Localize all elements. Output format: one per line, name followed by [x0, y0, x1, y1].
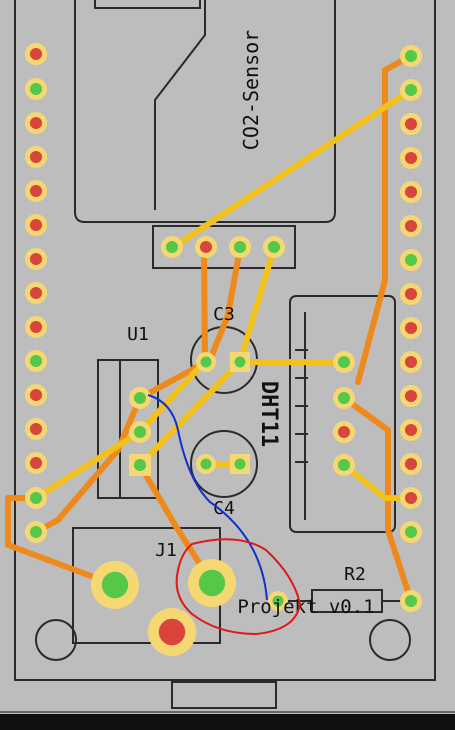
c3-label: C3: [213, 304, 235, 325]
trace-bottom: [355, 53, 414, 385]
dht11-footprint: [289, 295, 396, 533]
j1-label: J1: [155, 540, 177, 561]
trace-top: [137, 359, 243, 468]
pad: [25, 43, 47, 65]
pad: [400, 147, 422, 169]
trace-top: [137, 357, 209, 435]
pad: [400, 317, 422, 339]
trace-bottom: [33, 395, 143, 535]
pad: [400, 487, 422, 509]
pad: [129, 387, 151, 409]
pad: [268, 591, 288, 611]
pad: [333, 387, 355, 409]
pad: [400, 79, 422, 101]
co2-sensor-footprint: [74, 0, 336, 269]
pad: [25, 248, 47, 270]
blue-annotation-stroke: [147, 394, 268, 601]
pad: [25, 487, 47, 509]
pad: [400, 453, 422, 475]
pad: [400, 521, 422, 543]
pad: [25, 146, 47, 168]
pad: [129, 454, 151, 476]
pad: [230, 352, 250, 372]
pad: [400, 113, 422, 135]
dht11-label: DHT11: [256, 381, 281, 447]
pad: [230, 454, 250, 474]
pad: [25, 452, 47, 474]
co2-sensor-label: CO2-Sensor: [239, 30, 263, 150]
bottom-layer-traces: [5, 53, 414, 604]
pad: [400, 181, 422, 203]
pad: [400, 351, 422, 373]
pad: [25, 316, 47, 338]
pad: [25, 418, 47, 440]
pad: [195, 236, 217, 258]
pad: [196, 352, 216, 372]
pad: [129, 421, 151, 443]
trace-top: [341, 462, 414, 501]
trace-top: [33, 429, 143, 501]
trace-bottom: [341, 395, 414, 604]
pad: [25, 214, 47, 236]
pad: [25, 350, 47, 372]
pad: [25, 384, 47, 406]
pad: [25, 521, 47, 543]
pad: [400, 249, 422, 271]
pad: [25, 282, 47, 304]
trace-bottom: [137, 245, 243, 401]
pad: [196, 454, 216, 474]
pad: [161, 236, 183, 258]
board-outline: [0, 0, 455, 713]
pad: [400, 283, 422, 305]
u1-label: U1: [127, 324, 149, 345]
mounting-holes: [35, 619, 411, 661]
pad: [400, 215, 422, 237]
top-layer-traces: [33, 87, 414, 501]
screen-edge: [0, 714, 455, 730]
pad: [25, 112, 47, 134]
pads: [25, 43, 422, 656]
pad: [25, 78, 47, 100]
pad: [229, 236, 251, 258]
pad: [188, 559, 236, 607]
trace-top: [237, 245, 347, 365]
red-annotation-circle: [175, 538, 302, 636]
c4-label: C4: [213, 498, 235, 519]
pad: [400, 385, 422, 407]
pad: [263, 236, 285, 258]
pad: [333, 421, 355, 443]
pad: [148, 608, 196, 656]
c4-footprint: [190, 430, 258, 498]
r2-label: R2: [344, 564, 366, 585]
pad: [333, 454, 355, 476]
trace-bottom: [201, 245, 208, 363]
pad: [333, 351, 355, 373]
project-version-label: Projekt v0.1: [237, 596, 374, 618]
pad: [400, 45, 422, 67]
trace-bottom: [5, 495, 118, 588]
pad: [25, 180, 47, 202]
pad: [91, 561, 139, 609]
trace-top: [169, 87, 414, 251]
pad: [400, 419, 422, 441]
u1-footprint: [97, 359, 159, 499]
pad: [400, 590, 422, 612]
